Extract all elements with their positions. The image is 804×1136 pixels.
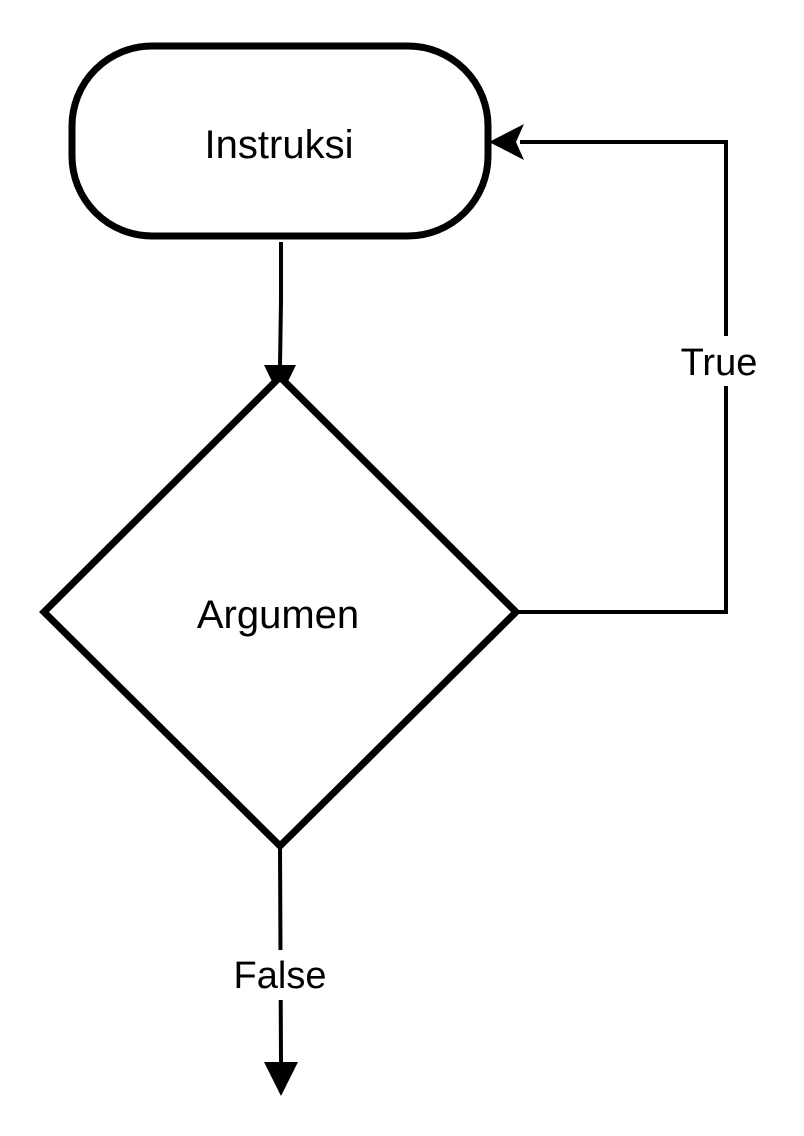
decision-node-label: Argumen bbox=[197, 593, 359, 637]
decision-node[interactable]: Argumen bbox=[39, 372, 521, 851]
instruction-node-label: Instruksi bbox=[205, 123, 354, 167]
edge-true-label-background bbox=[672, 336, 770, 386]
edge-false-label: False bbox=[234, 955, 327, 997]
edge-decision-false-exit: False bbox=[222, 845, 338, 1096]
arrowhead-left-icon bbox=[489, 124, 524, 160]
edge-false-label-background bbox=[222, 950, 338, 1000]
instruction-node[interactable]: Instruksi bbox=[68, 42, 492, 240]
edge-instruction-to-decision-line bbox=[278, 242, 283, 367]
edge-true-label: True bbox=[681, 342, 758, 384]
edge-decision-true-loop: True bbox=[489, 124, 770, 614]
instruction-node-shape bbox=[68, 42, 492, 240]
arrowhead-down-icon bbox=[264, 1062, 298, 1096]
